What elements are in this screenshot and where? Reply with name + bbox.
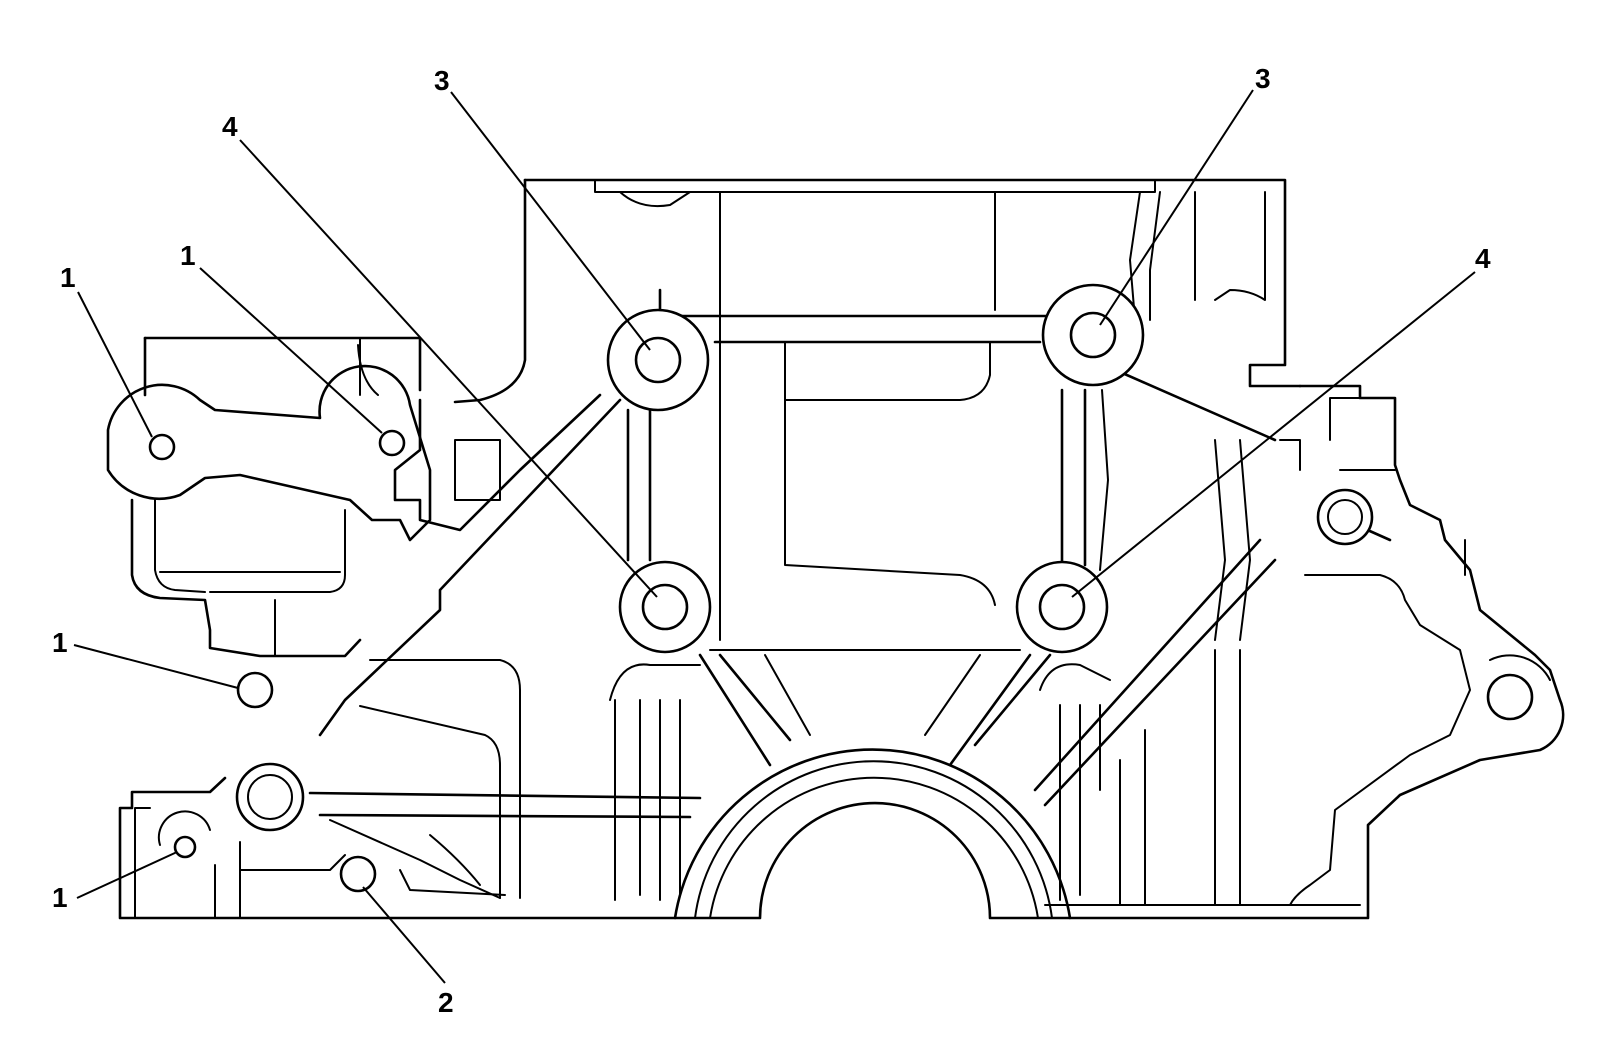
bolt-hole-4-left <box>641 583 689 631</box>
leader-1b <box>199 267 383 434</box>
internal-ribs <box>308 191 1471 920</box>
leader-4-right <box>1071 271 1476 598</box>
callout-3-left: 3 <box>434 65 450 96</box>
leader-3-right <box>1099 89 1254 326</box>
lower-left-dowel <box>235 762 305 832</box>
leader-1c <box>73 644 239 689</box>
bolt-hole-3-right <box>1069 311 1117 359</box>
callout-1a: 1 <box>60 262 76 293</box>
callout-3-right: 3 <box>1255 63 1271 94</box>
callout-labels: 1 1 1 1 2 3 3 4 4 <box>52 63 1491 1018</box>
leader-4-left <box>239 139 658 598</box>
bolt-hole-1d <box>173 835 197 859</box>
bolt-hole-2 <box>339 855 377 893</box>
leader-2 <box>362 886 446 984</box>
right-dowel <box>1316 488 1374 546</box>
bolt-hole-3-left <box>634 336 682 384</box>
callout-1c: 1 <box>52 627 68 658</box>
right-lobe-hole <box>1486 673 1534 721</box>
callout-4-right: 4 <box>1475 243 1491 274</box>
callout-1b: 1 <box>180 240 196 271</box>
callout-1d: 1 <box>52 882 68 913</box>
bolt-hole-1c <box>236 671 274 709</box>
callout-4-left: 4 <box>222 111 238 142</box>
engine-block-outline <box>118 178 1565 920</box>
bolt-bosses <box>106 283 1551 893</box>
callout-2: 2 <box>438 987 454 1018</box>
leader-3-left <box>450 91 651 351</box>
leader-lines <box>73 89 1476 984</box>
bolt-hole-1b <box>378 429 406 457</box>
leader-1a <box>77 291 153 438</box>
leader-1d <box>76 851 178 899</box>
bolt-hole-1a <box>148 433 176 461</box>
